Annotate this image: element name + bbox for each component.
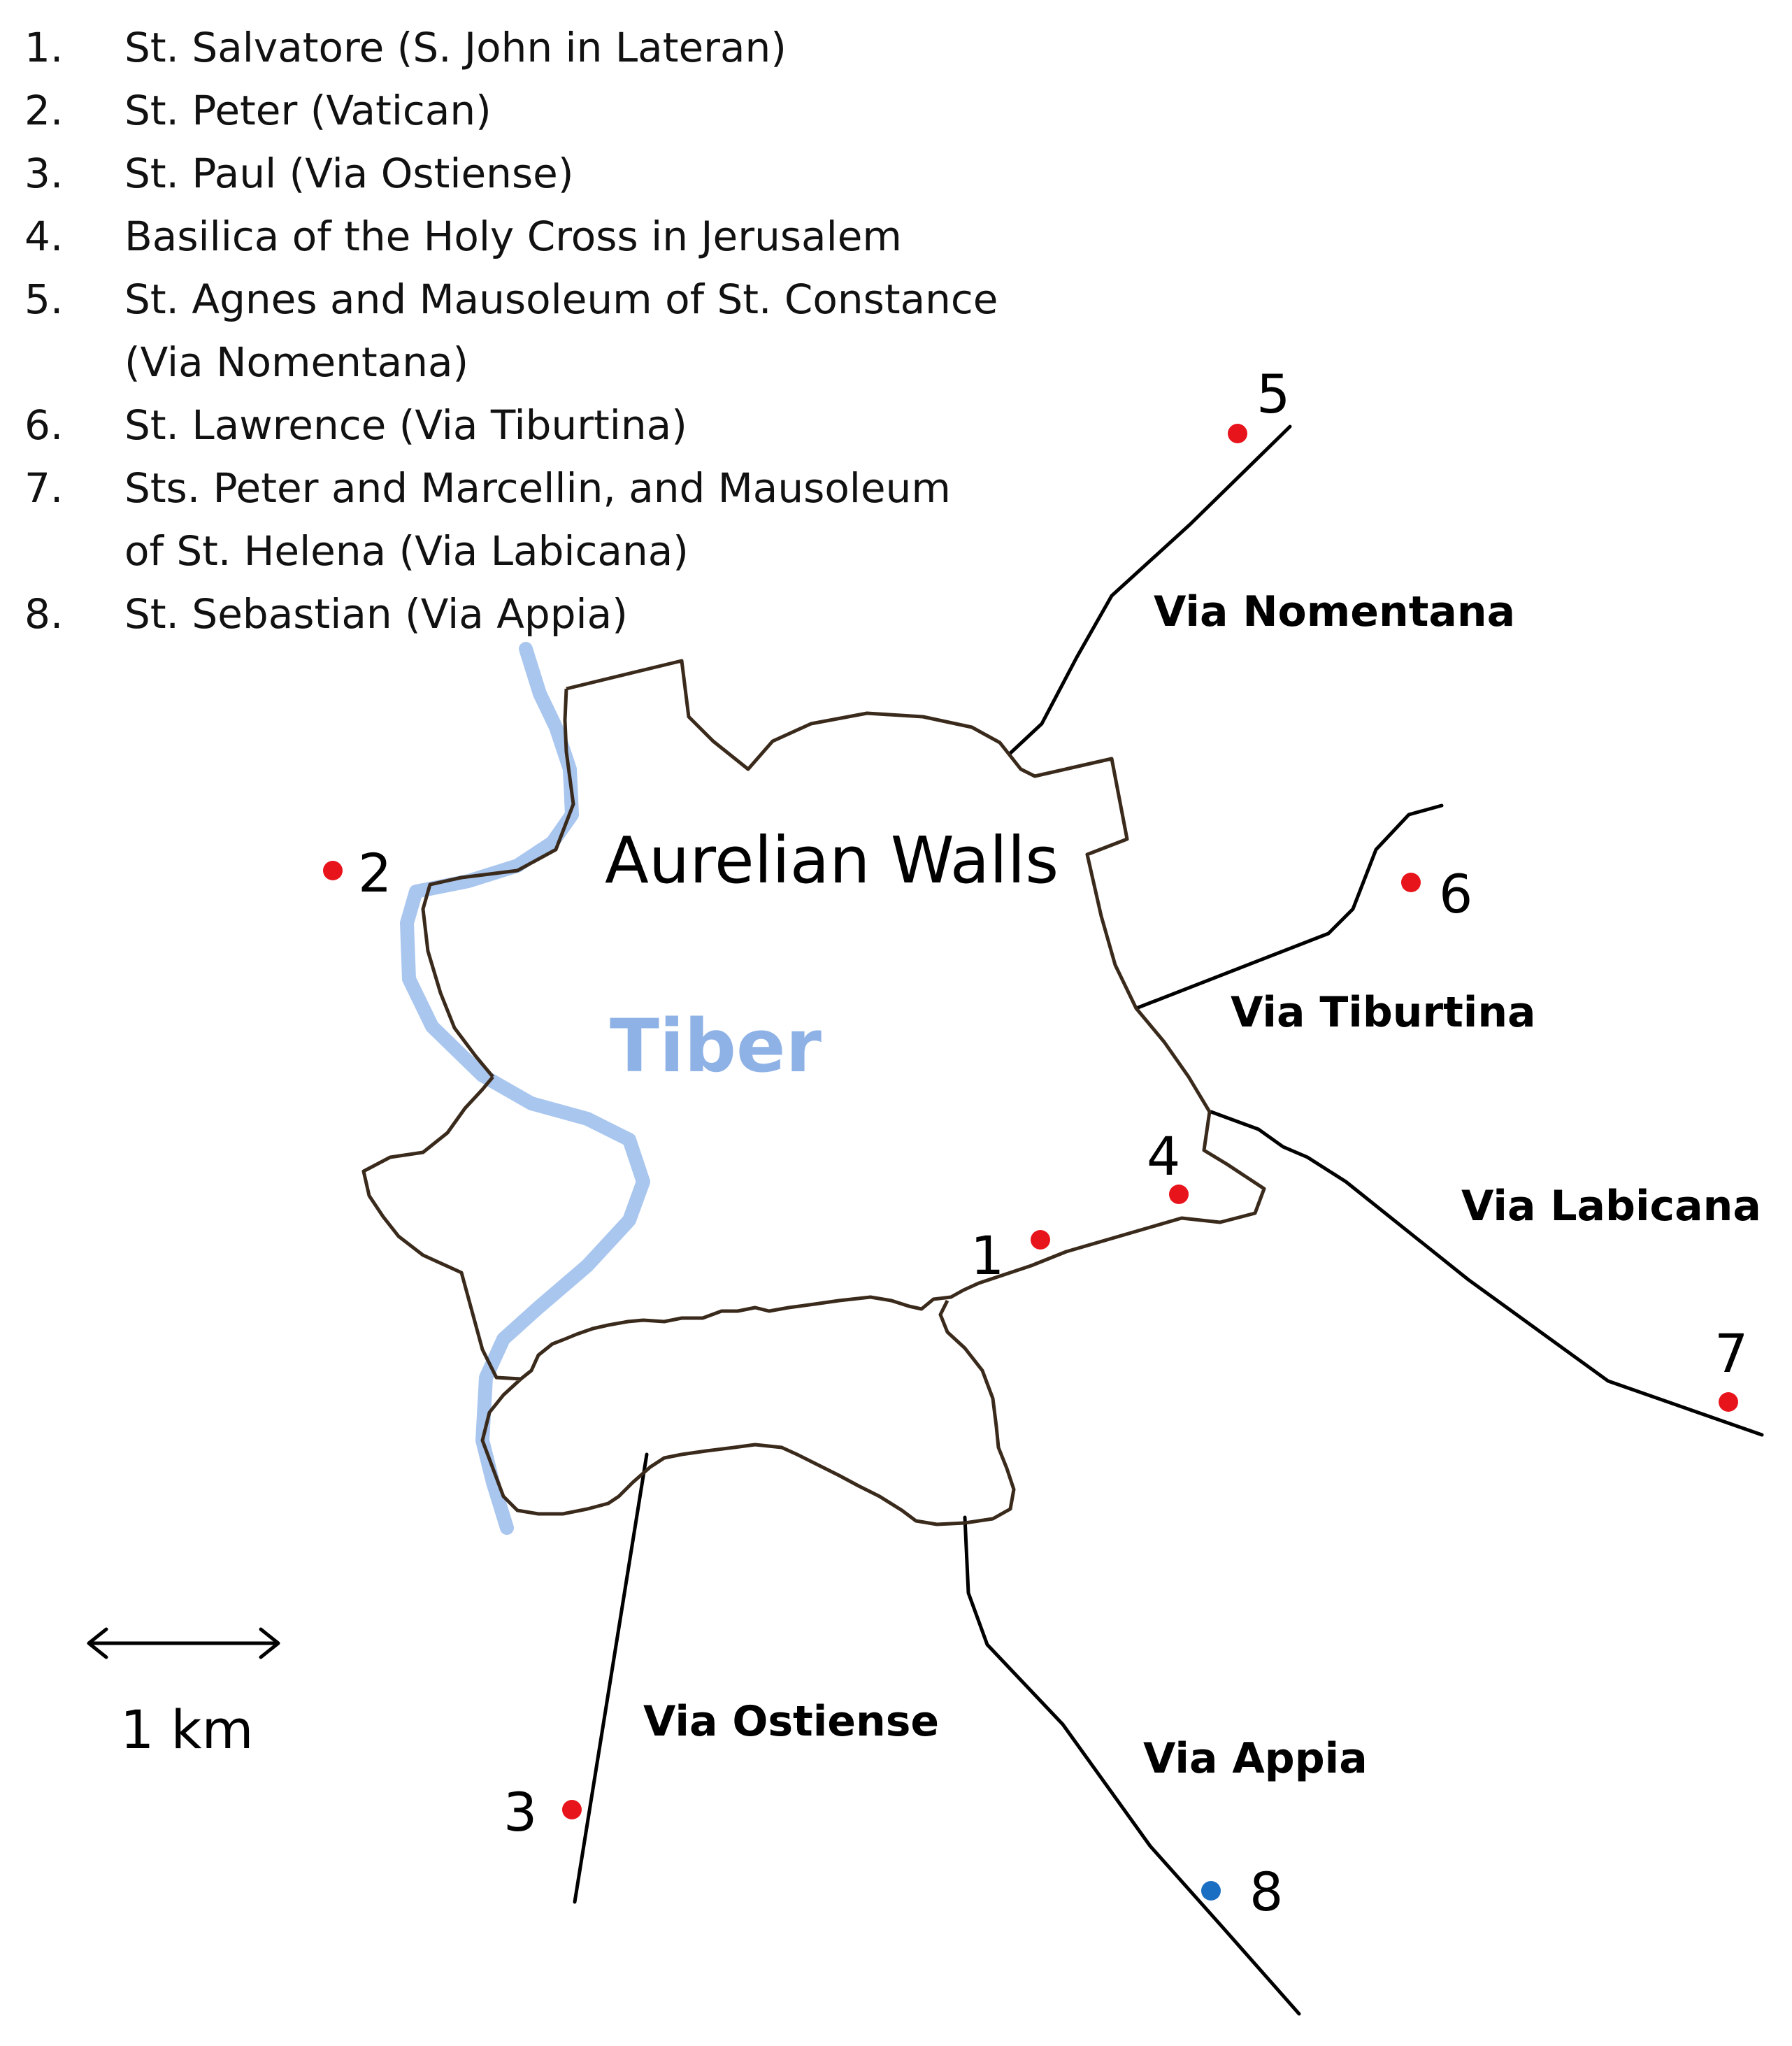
site-marker-3: [562, 1800, 582, 1819]
legend-item-7: Sts. Peter and Marcellin, and Mausoleum: [124, 464, 951, 512]
site-marker-4: [1169, 1185, 1189, 1204]
site-marker-7: [1719, 1392, 1738, 1412]
site-label-7: 7: [1714, 1322, 1748, 1385]
legend-number-1: 1.: [24, 24, 63, 71]
legend-item-5: St. Agnes and Mausoleum of St. Constance: [124, 276, 998, 323]
roads: [573, 424, 1764, 2016]
road-label-nomentana: Via Nomentana: [1154, 587, 1515, 636]
road-label-labicana: Via Labicana: [1461, 1182, 1761, 1231]
legend-number-6: 6.: [24, 401, 63, 449]
legend-item-6: St. Lawrence (Via Tiburtina): [124, 401, 687, 449]
road-label-appia: Via Appia: [1143, 1734, 1368, 1783]
site-markers: 1 2 3 4 5 6 7 8: [323, 363, 1748, 1923]
scale-arrow: [87, 1627, 280, 1659]
site-label-1: 1: [970, 1224, 1004, 1287]
legend-item-4: Basilica of the Holy Cross in Jerusalem: [124, 213, 902, 260]
road-via-tiburtina: [1134, 803, 1444, 1010]
legend-number-4: 4.: [24, 213, 63, 260]
legend-item-1: St. Salvatore (S. John in Lateran): [124, 24, 787, 71]
site-label-5: 5: [1256, 363, 1290, 425]
road-via-ostiense: [573, 1452, 649, 1904]
road-via-appia: [963, 1515, 1301, 2016]
legend-number-8: 8.: [24, 590, 63, 638]
road-labels: Via Nomentana Via Tiburtina Via Labicana…: [643, 587, 1761, 1783]
site-marker-8: [1201, 1881, 1221, 1901]
aurelian-walls-label: Aurelian Walls: [605, 823, 1059, 898]
aurelian-walls: [361, 659, 1266, 1526]
road-label-ostiense: Via Ostiense: [643, 1697, 939, 1746]
site-label-2: 2: [358, 842, 392, 904]
site-marker-5: [1228, 424, 1247, 443]
legend-item-5-cont: (Via Nomentana): [124, 338, 468, 386]
legend-number-5: 5.: [24, 276, 63, 323]
site-marker-2: [323, 861, 343, 880]
legend-item-8: St. Sebastian (Via Appia): [124, 590, 628, 638]
site-marker-1: [1031, 1230, 1050, 1250]
road-via-labicana: [1209, 1110, 1764, 1437]
legend-number-3: 3.: [24, 150, 63, 197]
road-label-tiburtina: Via Tiburtina: [1231, 988, 1536, 1037]
legend: 1. St. Salvatore (S. John in Lateran) 2.…: [24, 24, 998, 638]
site-label-8: 8: [1249, 1861, 1283, 1923]
tiber-river: [400, 642, 650, 1535]
scale-label: 1 km: [120, 1698, 254, 1761]
legend-number-7: 7.: [24, 464, 63, 512]
legend-item-3: St. Paul (Via Ostiense): [124, 150, 573, 197]
site-label-4: 4: [1147, 1125, 1180, 1187]
legend-number-2: 2.: [24, 87, 63, 134]
legend-item-7-cont: of St. Helena (Via Labicana): [124, 527, 689, 575]
road-via-nomentana: [1008, 424, 1292, 756]
legend-item-2: St. Peter (Vatican): [124, 87, 492, 134]
scale-bar: 1 km: [87, 1627, 280, 1761]
tiber-label: Tiber: [610, 1003, 822, 1089]
site-label-3: 3: [503, 1781, 537, 1843]
site-label-6: 6: [1439, 863, 1472, 925]
site-marker-6: [1401, 873, 1421, 892]
